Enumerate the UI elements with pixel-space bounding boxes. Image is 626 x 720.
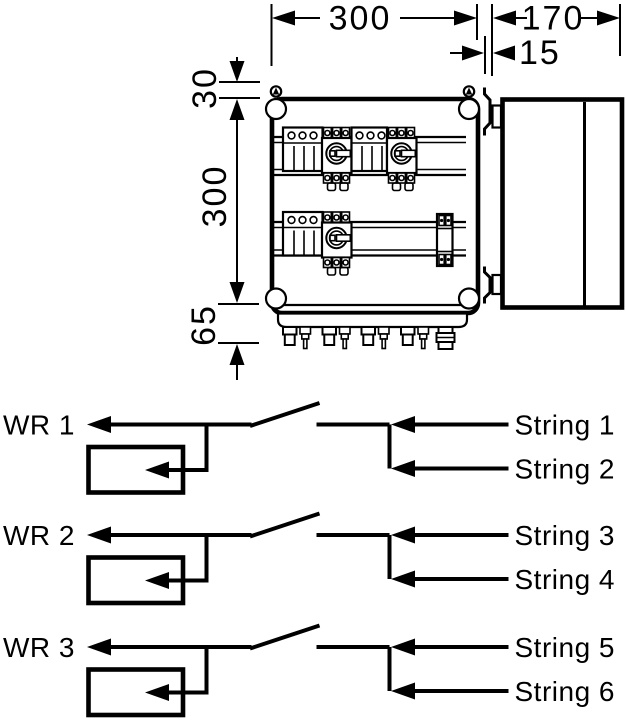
switch-blade-icon — [249, 623, 321, 651]
dimension-label-bottom-offset: 65 — [185, 304, 223, 346]
mc4-connector-pair — [400, 326, 430, 350]
arrowhead-icon — [391, 526, 415, 544]
arrowhead-icon — [454, 10, 477, 26]
mc4-connector-pair — [282, 326, 312, 350]
arrowhead-icon — [229, 61, 245, 82]
arrowhead-icon — [145, 684, 169, 701]
front-view — [264, 85, 481, 350]
dimension-side-depth: 170 — [493, 0, 621, 56]
dimension-label-side-depth: 170 — [522, 0, 585, 38]
dimension-wall-offset: 15 — [450, 4, 561, 76]
terminal-block — [281, 210, 324, 257]
inverter-label: WR 1 — [3, 410, 75, 441]
dimension-hole-spacing: 300 — [196, 118, 245, 303]
string-label: String 2 — [515, 454, 616, 485]
arrowhead-icon — [391, 638, 415, 656]
schematic-row: WR 2 String 3 String 4 — [3, 511, 616, 606]
mounting-ear — [457, 85, 481, 121]
surge-device-box — [86, 667, 186, 718]
dc-switch — [385, 126, 418, 192]
switch-blade-icon — [249, 511, 321, 539]
mounting-ear — [264, 85, 288, 121]
dimension-bottom-offset: 65 — [185, 303, 259, 380]
arrowhead-icon — [229, 282, 245, 303]
terminal-block — [281, 126, 324, 173]
mounting-ear — [457, 287, 481, 310]
arrowhead-icon — [87, 638, 111, 656]
arrowhead-icon — [391, 570, 415, 588]
switch-blade-icon — [249, 401, 321, 428]
schematic-row: WR 1 String 1 String 2 — [3, 401, 616, 495]
arrowhead-icon — [229, 99, 245, 120]
rail-end-clamp — [435, 212, 454, 268]
wiring-schematic: WR 1 String 1 String 2 WR 2 — [3, 401, 616, 718]
dimension-label-wall-offset: 15 — [519, 34, 561, 72]
wall-bracket — [483, 87, 503, 136]
dimension-front-width: 300 — [270, 0, 478, 66]
string-label: String 6 — [515, 676, 616, 707]
mc4-connector-pair — [321, 326, 351, 350]
arrowhead-icon — [391, 682, 415, 700]
arrowhead-icon — [145, 572, 169, 589]
surge-device-box — [86, 555, 186, 606]
string-label: String 5 — [515, 632, 616, 663]
wall-bracket — [483, 266, 503, 304]
side-view — [483, 87, 625, 310]
arrowhead-icon — [391, 416, 415, 433]
inverter-label: WR 3 — [3, 632, 75, 663]
arrowhead-icon — [87, 526, 111, 544]
arrowhead-icon — [145, 461, 169, 479]
arrowhead-icon — [462, 45, 484, 61]
mc4-connector-pair — [360, 326, 390, 350]
terminal-block — [350, 126, 389, 173]
arrowhead-icon — [229, 344, 245, 365]
string-label: String 3 — [515, 520, 616, 551]
dc-switch — [320, 211, 353, 276]
schematic-row: WR 3 String 5 String 6 — [3, 623, 616, 718]
enclosure-side-body — [500, 97, 625, 310]
arrowhead-icon — [391, 460, 415, 477]
dc-switch — [320, 126, 353, 192]
dimension-label-hole-spacing: 300 — [196, 165, 234, 228]
arrowhead-icon — [597, 10, 620, 26]
string-label: String 4 — [515, 564, 616, 595]
cable-gland — [435, 326, 456, 350]
string-label: String 1 — [515, 410, 616, 441]
inverter-label: WR 2 — [3, 520, 75, 551]
mounting-ear — [264, 287, 288, 310]
dimension-label-top-hole-offset: 30 — [186, 67, 224, 109]
gland-plate — [276, 312, 469, 329]
arrowhead-icon — [493, 45, 515, 61]
surge-device-box — [86, 444, 186, 495]
arrowhead-icon — [87, 416, 111, 433]
arrowhead-icon — [272, 10, 295, 26]
dimension-top-hole-offset: 30 — [186, 57, 260, 120]
dimension-label-front-width: 300 — [329, 0, 392, 38]
arrowhead-icon — [493, 10, 516, 26]
